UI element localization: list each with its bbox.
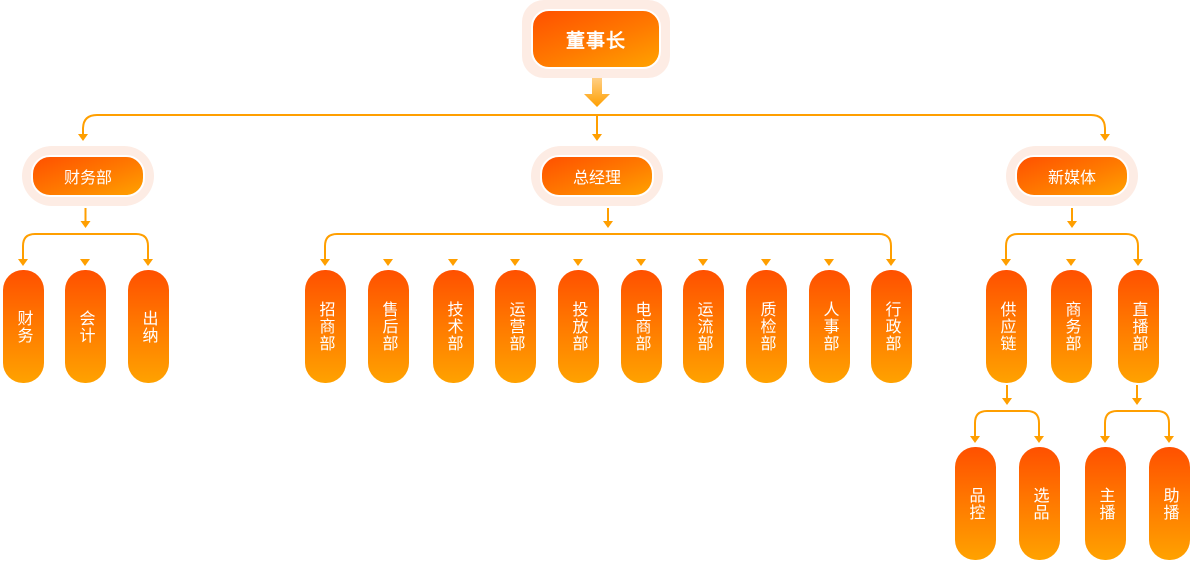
sub-dept-node[interactable]: 助播: [1149, 447, 1190, 560]
dept-node[interactable]: 售后部: [368, 270, 409, 383]
arrow-head-icon: [886, 259, 896, 266]
arrow-head-icon: [78, 134, 88, 141]
dept-node[interactable]: 招商部: [305, 270, 346, 383]
dept-node[interactable]: 人事部: [809, 270, 850, 383]
arrow-head-icon: [80, 221, 91, 228]
dept-node[interactable]: 运流部: [683, 270, 724, 383]
arrow-head-icon: [592, 134, 602, 141]
arrow-head-icon: [1066, 259, 1076, 266]
arrow-head-icon: [383, 259, 393, 266]
sub-dept-node[interactable]: 品控: [955, 447, 996, 560]
root-node-chairman[interactable]: 董事长: [531, 9, 661, 69]
arrow-head-icon: [1133, 259, 1143, 266]
connector-bracket: [1005, 233, 1139, 260]
dept-node[interactable]: 直播部: [1118, 270, 1159, 383]
arrow-head-icon: [761, 259, 771, 266]
branch-node-0[interactable]: 财务部: [31, 155, 145, 197]
connector-bracket: [22, 233, 149, 260]
dept-node[interactable]: 商务部: [1051, 270, 1092, 383]
top-connector: [82, 114, 1106, 136]
dept-node[interactable]: 质检部: [746, 270, 787, 383]
arrow-head-icon: [1164, 436, 1174, 443]
arrow-head-icon: [1067, 221, 1077, 228]
arrow-head-icon: [1034, 436, 1044, 443]
connector-bracket: [324, 233, 892, 260]
arrow-head-icon: [1100, 134, 1110, 141]
arrow-head-icon: [1100, 436, 1110, 443]
arrow-head-icon: [143, 259, 153, 266]
dept-node[interactable]: 会计: [65, 270, 106, 383]
branch-node-1[interactable]: 总经理: [540, 155, 654, 197]
dept-node[interactable]: 供应链: [986, 270, 1027, 383]
connector-bracket: [1104, 410, 1170, 437]
arrow-head-icon: [824, 259, 834, 266]
connector-bracket: [974, 410, 1040, 437]
branch-node-2[interactable]: 新媒体: [1015, 155, 1129, 197]
arrow-head-icon: [636, 259, 646, 266]
arrow-head-icon: [603, 221, 613, 228]
sub-dept-node[interactable]: 选品: [1019, 447, 1060, 560]
arrow-head-icon: [1001, 259, 1011, 266]
dept-node[interactable]: 投放部: [558, 270, 599, 383]
arrow-head-icon: [1002, 398, 1012, 405]
root-arrow-icon: [584, 72, 610, 107]
arrow-head-icon: [573, 259, 583, 266]
arrow-head-icon: [320, 259, 330, 266]
dept-node[interactable]: 技术部: [433, 270, 474, 383]
dept-node[interactable]: 运营部: [495, 270, 536, 383]
arrow-head-icon: [510, 259, 520, 266]
dept-node[interactable]: 行政部: [871, 270, 912, 383]
dept-node[interactable]: 财务: [3, 270, 44, 383]
sub-dept-node[interactable]: 主播: [1085, 447, 1126, 560]
arrow-head-icon: [80, 259, 90, 266]
arrow-head-icon: [698, 259, 708, 266]
arrow-head-icon: [970, 436, 980, 443]
dept-node[interactable]: 出纳: [128, 270, 169, 383]
arrow-head-icon: [448, 259, 458, 266]
arrow-head-icon: [18, 259, 28, 266]
dept-node[interactable]: 电商部: [621, 270, 662, 383]
arrow-head-icon: [1132, 398, 1142, 405]
